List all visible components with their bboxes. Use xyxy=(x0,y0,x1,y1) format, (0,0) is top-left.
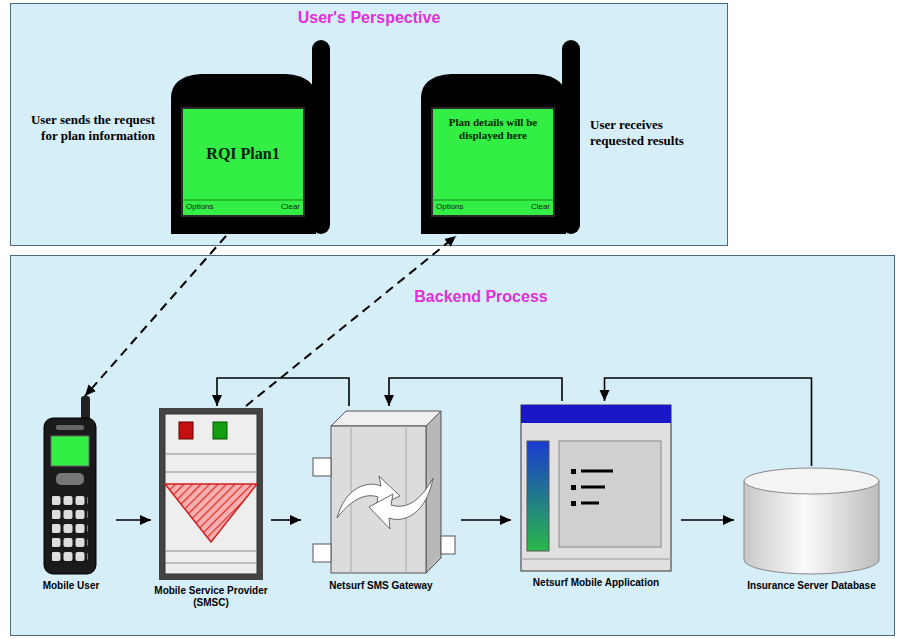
database-node: Insurance Server Database xyxy=(734,466,889,594)
screen-text: Plan details will be displayed here xyxy=(435,116,551,142)
component-label: Netsurf Mobile Application xyxy=(511,577,681,589)
dashed-connector xyxy=(246,236,456,406)
smsc-node: Mobile Service Provider (SMSC) xyxy=(151,406,271,611)
flow-arrow xyxy=(461,519,511,521)
panel-title: Backend Process xyxy=(381,288,581,306)
flow-arrow xyxy=(116,519,151,521)
application-window-icon xyxy=(511,401,681,573)
smsc-server-icon xyxy=(151,406,271,581)
backend-band: Backend ProcessMobile User Mobile Service… xyxy=(10,255,895,636)
flow-arrow xyxy=(271,519,301,521)
component-label: Mobile Service Provider (SMSC) xyxy=(151,585,271,609)
softkey-label: Clear xyxy=(531,202,550,212)
annotation-text: User sends the request for plan informat… xyxy=(18,112,155,144)
mobile-application-node: Netsurf Mobile Application xyxy=(511,401,681,591)
softkey-label: Options xyxy=(186,202,214,212)
softkey-label: Clear xyxy=(281,202,300,212)
screen-text: RQI Plan1 xyxy=(182,108,304,200)
flow-arrow xyxy=(217,378,349,406)
mobile-phone-icon xyxy=(26,396,116,576)
dashed-connector xyxy=(85,236,226,396)
flow-arrow xyxy=(605,378,812,466)
gateway-box-icon xyxy=(301,406,461,576)
component-label: Netsurf SMS Gateway xyxy=(301,580,461,592)
sms-gateway-node: Netsurf SMS Gateway xyxy=(301,406,461,594)
flow-arrow xyxy=(389,378,562,406)
database-cylinder-icon xyxy=(734,466,889,576)
flow-arrow xyxy=(681,519,734,521)
phone-screen: RQI Plan1Options Clear xyxy=(166,36,336,236)
mobile-user-node: Mobile User xyxy=(26,396,116,594)
panel-title: User's Perspective xyxy=(11,9,727,27)
component-label: Insurance Server Database xyxy=(734,580,889,592)
softkey-label: Options xyxy=(436,202,464,212)
annotation-text: User receives requested results xyxy=(590,117,708,149)
phone-screen: Plan details will be displayed hereOptio… xyxy=(416,36,586,236)
component-label: Mobile User xyxy=(26,580,116,592)
